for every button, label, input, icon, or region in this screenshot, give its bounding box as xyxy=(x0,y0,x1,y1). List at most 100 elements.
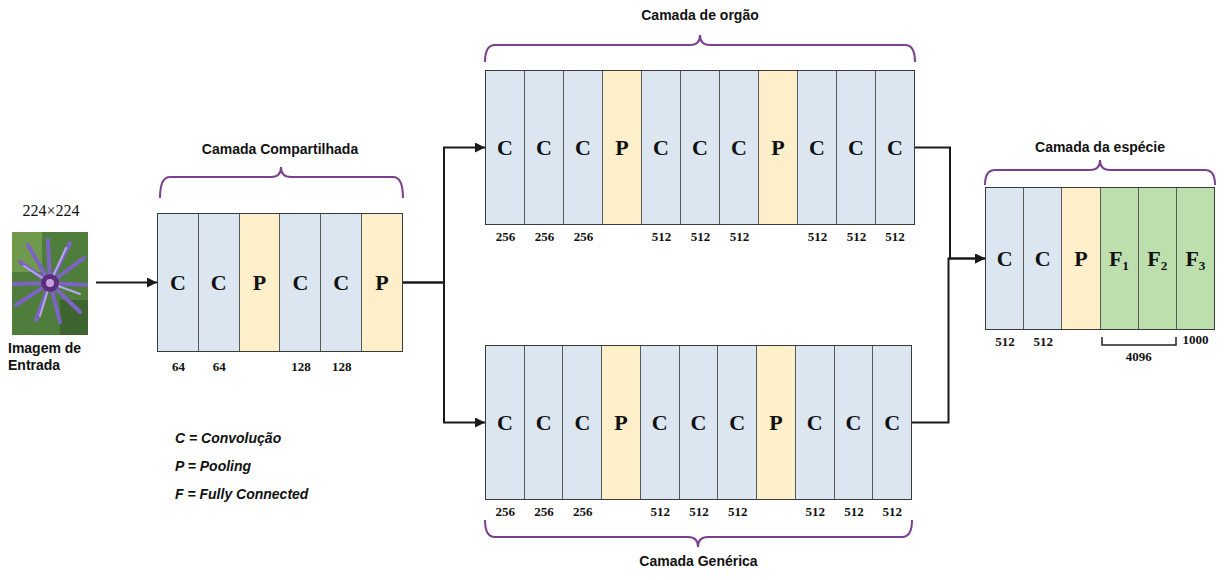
legend-entry: P = Pooling xyxy=(175,452,308,480)
conv-cell: C xyxy=(158,214,199,351)
cell-letter: P xyxy=(614,410,627,436)
cell-letter: C xyxy=(575,135,591,161)
channel-count: 512 xyxy=(844,504,864,520)
channel-count: 512 xyxy=(651,504,671,520)
channel-count: 64 xyxy=(172,359,185,375)
conv-cell: C xyxy=(642,71,681,224)
channel-count: 256 xyxy=(496,229,516,245)
bracket xyxy=(160,167,403,198)
cell-letter: F₃ xyxy=(1185,246,1205,272)
channel-count: 512 xyxy=(689,504,709,520)
conv-cell: C xyxy=(563,346,602,499)
conv-cell: C xyxy=(641,346,680,499)
conv-cell: C xyxy=(525,346,564,499)
span-bracket xyxy=(1102,337,1176,345)
cell-letter: C xyxy=(692,135,708,161)
cell-letter: C xyxy=(846,410,862,436)
conv-cell: C xyxy=(680,346,719,499)
flower-centre xyxy=(41,274,59,292)
channel-count: 256 xyxy=(574,229,594,245)
channel-count: 256 xyxy=(496,504,516,520)
connector-arrow xyxy=(912,259,985,423)
channel-count: 256 xyxy=(535,229,555,245)
pooling-cell: P xyxy=(757,346,796,499)
layer-group: Camada GenéricaCCCPCCCPCCC xyxy=(485,345,912,500)
conv-cell: C xyxy=(835,346,874,499)
pooling-cell: P xyxy=(1062,188,1100,329)
conv-cell: C xyxy=(280,214,321,351)
cell-letter: C xyxy=(691,410,707,436)
cell-letter: P xyxy=(771,135,784,161)
connector-arrow xyxy=(96,282,157,284)
cell-letter: C xyxy=(887,135,903,161)
channel-count: 512 xyxy=(805,504,825,520)
image-size: 224×224 xyxy=(6,202,96,220)
cell-letter: C xyxy=(848,135,864,161)
channel-count: 128 xyxy=(291,359,311,375)
channel-count: 4096 xyxy=(1126,349,1152,365)
cell-letter: C xyxy=(1035,246,1051,272)
channel-count: 1000 xyxy=(1182,332,1208,348)
conv-cell: C xyxy=(321,214,362,351)
conv-cell: C xyxy=(720,71,759,224)
conv-cell: C xyxy=(986,188,1024,329)
conv-cell: C xyxy=(1024,188,1062,329)
channel-count: 512 xyxy=(652,229,672,245)
cell-letter: P xyxy=(253,270,266,296)
cell-letter: C xyxy=(809,135,825,161)
cell-letter: C xyxy=(497,135,513,161)
picture-ground xyxy=(12,232,88,335)
pooling-cell: P xyxy=(602,346,641,499)
cell-letter: C xyxy=(731,135,747,161)
cell-letter: C xyxy=(652,410,668,436)
connector-arrow xyxy=(915,148,985,259)
channel-count: 256 xyxy=(573,504,593,520)
conv-cell: C xyxy=(837,71,876,224)
channel-count: 512 xyxy=(885,229,905,245)
legend-entry: F = Fully Connected xyxy=(175,480,308,508)
channel-count: 512 xyxy=(730,229,750,245)
cell-letter: F₁ xyxy=(1109,246,1129,272)
cell-letter: C xyxy=(333,270,349,296)
pooling-cell: P xyxy=(240,214,281,351)
channel-count: 512 xyxy=(691,229,711,245)
conv-cell: C xyxy=(873,346,911,499)
layer-group: Camada de orgãoCCCPCCCPCCC xyxy=(485,70,915,225)
pooling-cell: P xyxy=(603,71,642,224)
connector-arrow xyxy=(403,283,485,423)
cell-letter: C xyxy=(574,410,590,436)
channel-count: 512 xyxy=(882,504,902,520)
conv-cell: C xyxy=(796,346,835,499)
cell-letter: C xyxy=(729,410,745,436)
pooling-cell: P xyxy=(362,214,402,351)
conv-cell: C xyxy=(876,71,914,224)
bracket xyxy=(485,520,912,547)
flower-highlights xyxy=(24,248,80,316)
bracket xyxy=(985,160,1215,185)
connector-arrow xyxy=(403,148,485,283)
cell-letter: C xyxy=(884,410,900,436)
layer-heading: Camada de orgão xyxy=(466,7,934,23)
flower-centre xyxy=(46,279,54,287)
conv-cell: C xyxy=(564,71,603,224)
brackets xyxy=(160,35,1215,547)
layer-heading: Camada Compartilhada xyxy=(138,141,422,157)
input-image: 224×224Imagem de Entrada xyxy=(6,200,96,380)
fully-connected-cell: F₂ xyxy=(1139,188,1177,329)
layer-heading: Camada da espécie xyxy=(966,139,1229,155)
cell-letter: P xyxy=(769,410,782,436)
legend: C = ConvoluçãoP = PoolingF = Fully Conne… xyxy=(175,424,308,508)
cell-letter: P xyxy=(615,135,628,161)
bracket xyxy=(485,35,915,62)
conv-cell: C xyxy=(798,71,837,224)
cell-letter: F₂ xyxy=(1147,246,1167,272)
channel-count: 512 xyxy=(728,504,748,520)
image-caption: Imagem de Entrada xyxy=(8,340,96,374)
conv-cell: C xyxy=(486,346,525,499)
flower-petals xyxy=(14,240,86,322)
legend-entry: C = Convolução xyxy=(175,424,308,452)
layer-heading: Camada Genérica xyxy=(466,553,931,569)
pooling-cell: P xyxy=(759,71,798,224)
cell-letter: C xyxy=(497,410,513,436)
cell-letter: C xyxy=(292,270,308,296)
